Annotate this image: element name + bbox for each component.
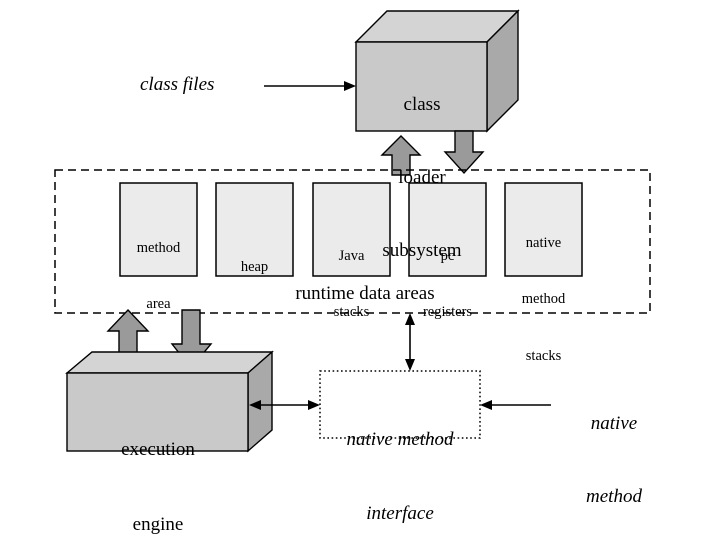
block-arrow-up-loader — [380, 135, 422, 176]
execution-engine-box[interactable] — [65, 350, 274, 453]
data-area-box-native-method-stacks[interactable] — [504, 182, 583, 277]
block-arrow-down-loader — [443, 130, 485, 175]
runtime-data-areas-container — [54, 169, 651, 314]
data-area-box-pc-registers[interactable] — [408, 182, 487, 277]
class-files-arrow — [264, 81, 356, 91]
engine-interface-connector — [249, 400, 320, 410]
libraries-interface-connector — [480, 400, 551, 410]
data-area-box-method-area[interactable] — [119, 182, 198, 277]
interface-runtime-connector — [405, 313, 415, 371]
data-area-box-heap[interactable] — [215, 182, 294, 277]
class-loader-subsystem-box[interactable] — [354, 9, 520, 133]
native-method-interface-box[interactable] — [319, 370, 481, 439]
data-area-box-java-stacks[interactable] — [312, 182, 391, 277]
